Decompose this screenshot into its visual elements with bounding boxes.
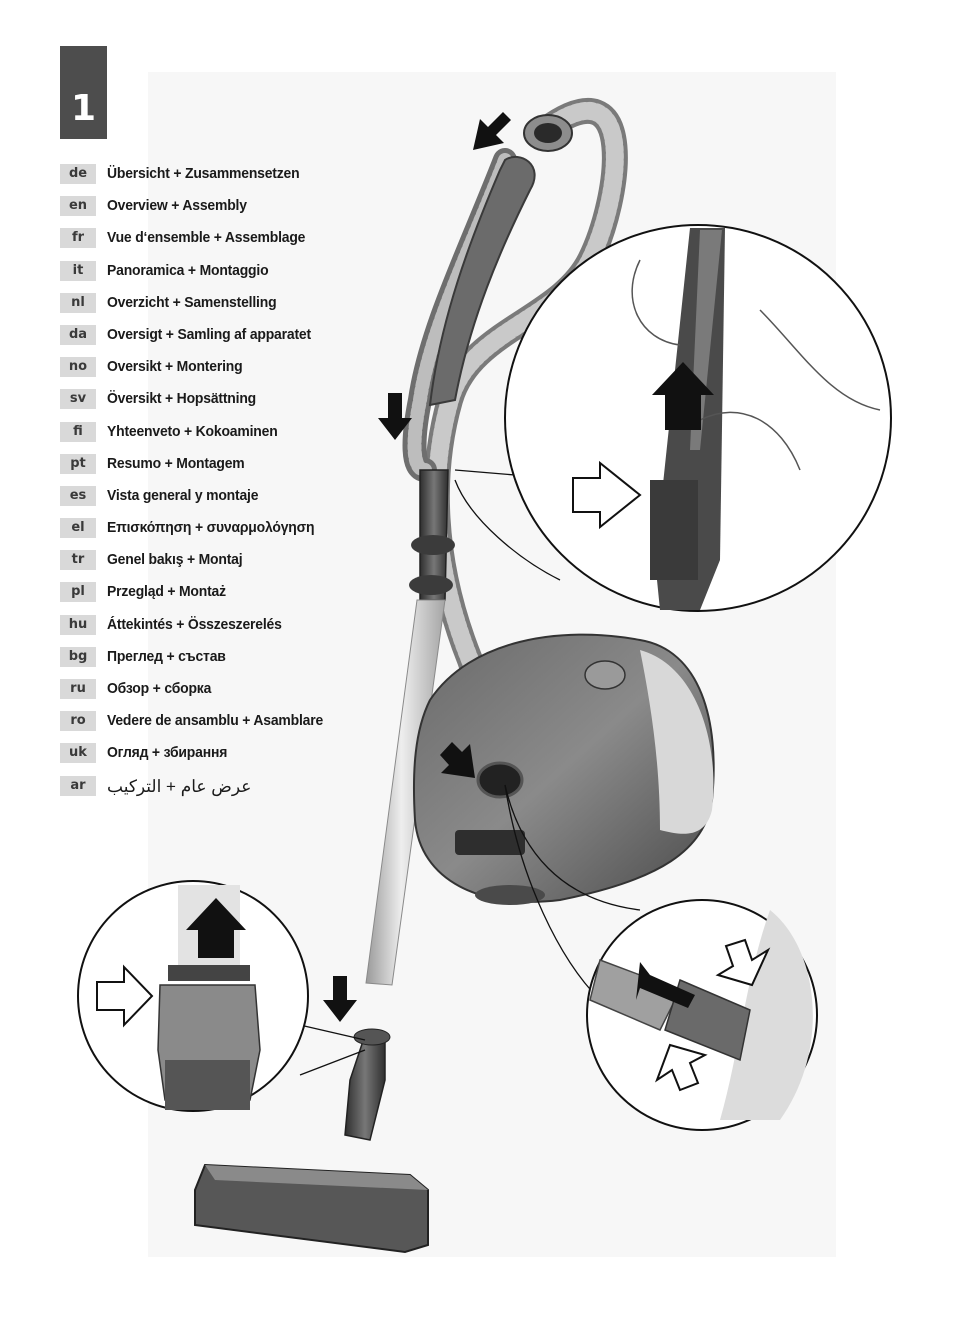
language-title: Przegląd + Montaż [107,583,226,601]
language-title: عرض عام + التركيب [107,776,252,796]
step-number-badge: 1 [60,46,107,139]
language-code: ar [60,775,96,796]
language-code: tr [60,550,96,571]
language-code: nl [60,292,96,313]
language-row: fi Yhteenveto + Kokoaminen [60,420,360,452]
language-row: es Vista general y montaje [60,484,360,516]
language-code: pt [60,453,96,474]
language-row: ar عرض عام + التركيب [60,774,360,806]
arrow-outline-icon [715,938,771,987]
language-title: Översikt + Hopsättning [107,390,257,408]
arrow-right-outline-icon [572,460,642,530]
language-title: Resumo + Montagem [107,454,245,472]
language-row: da Oversigt + Samling af apparatet [60,323,360,355]
language-title: Преглед + състав [107,647,226,665]
language-row: en Overview + Assembly [60,194,360,226]
language-code: bg [60,646,96,667]
language-row: pl Przegląd + Montaż [60,580,360,612]
language-title: Áttekintés + Összeszerelés [107,615,282,633]
language-title: Обзор + сборка [107,680,212,697]
detail-circle-handle [504,224,892,612]
arrow-down-icon [378,393,412,440]
telescopic-tube [365,469,455,986]
language-row: nl Overzicht + Samenstelling [60,291,360,323]
language-row: fr Vue d‘ensemble + Assemblage [60,226,360,258]
language-row: ru Обзор + сборка [60,677,360,709]
language-title: Übersicht + Zusammensetzen [107,165,300,182]
arrow-right-outline-icon [96,964,154,1028]
detail-circle-body-connection [586,899,818,1131]
language-code: fi [60,421,96,442]
language-code: ru [60,679,96,699]
language-title: Огляд + збирання [107,744,228,762]
step-number: 1 [70,88,97,129]
vacuum-body [412,633,715,905]
arrow-icon [473,112,511,150]
language-code: hu [60,614,96,635]
language-code: pl [60,582,96,603]
language-title: Vue d‘ensemble + Assemblage [107,229,306,247]
hose-handle [428,155,536,407]
language-row: tr Genel bakış + Montaj [60,548,360,580]
arrow-up-icon [186,898,246,958]
language-row: uk Огляд + збирання [60,741,360,773]
language-row: sv Översikt + Hopsättning [60,387,360,419]
language-title: Oversikt + Montering [107,358,243,376]
language-code: de [60,164,96,184]
language-title: Vista general y montaje [107,486,259,504]
arrow-up-icon [652,362,714,430]
language-row: el Επισκόπηση + συναρμολόγηση [60,516,360,548]
language-row: hu Áttekintés + Összeszerelés [60,613,360,645]
language-title: Overzicht + Samenstelling [107,293,277,311]
callout-lines [299,469,641,1076]
language-row: bg Преглед + състав [60,645,360,677]
language-title: Yhteenveto + Kokoaminen [107,422,278,440]
language-code: en [60,196,96,217]
language-code: fr [60,228,96,249]
connector-opening [534,123,562,143]
language-title: Genel bakış + Montaj [107,551,243,569]
arrow-down-icon [323,976,357,1022]
language-title: Oversigt + Samling af apparatet [107,325,311,343]
language-code: ro [60,711,96,732]
language-title: Επισκόπηση + συναρμολόγηση [107,519,315,537]
language-title-list: de Übersicht + Zusammensetzen en Overview … [60,162,360,806]
arrow-icon [440,742,475,778]
language-code: it [60,260,96,281]
floor-nozzle [194,1028,429,1254]
language-code: da [60,324,96,345]
language-row: de Übersicht + Zusammensetzen [60,162,360,194]
language-code: es [60,485,96,506]
language-title: Overview + Assembly [107,197,247,215]
language-code: sv [60,389,96,410]
language-title: Vedere de ansamblu + Asamblare [107,712,324,730]
language-row: pt Resumo + Montagem [60,452,360,484]
arrow-icon [636,962,695,1008]
language-code: el [60,518,96,539]
language-row: no Oversikt + Montering [60,355,360,387]
language-code: no [60,357,96,378]
detail-circle-nozzle [77,880,309,1112]
language-code: uk [60,743,96,764]
arrow-outline-icon [654,1043,708,1092]
language-row: ro Vedere de ansamblu + Asamblare [60,709,360,741]
language-title: Panoramica + Montaggio [107,261,269,279]
language-row: it Panoramica + Montaggio [60,259,360,291]
